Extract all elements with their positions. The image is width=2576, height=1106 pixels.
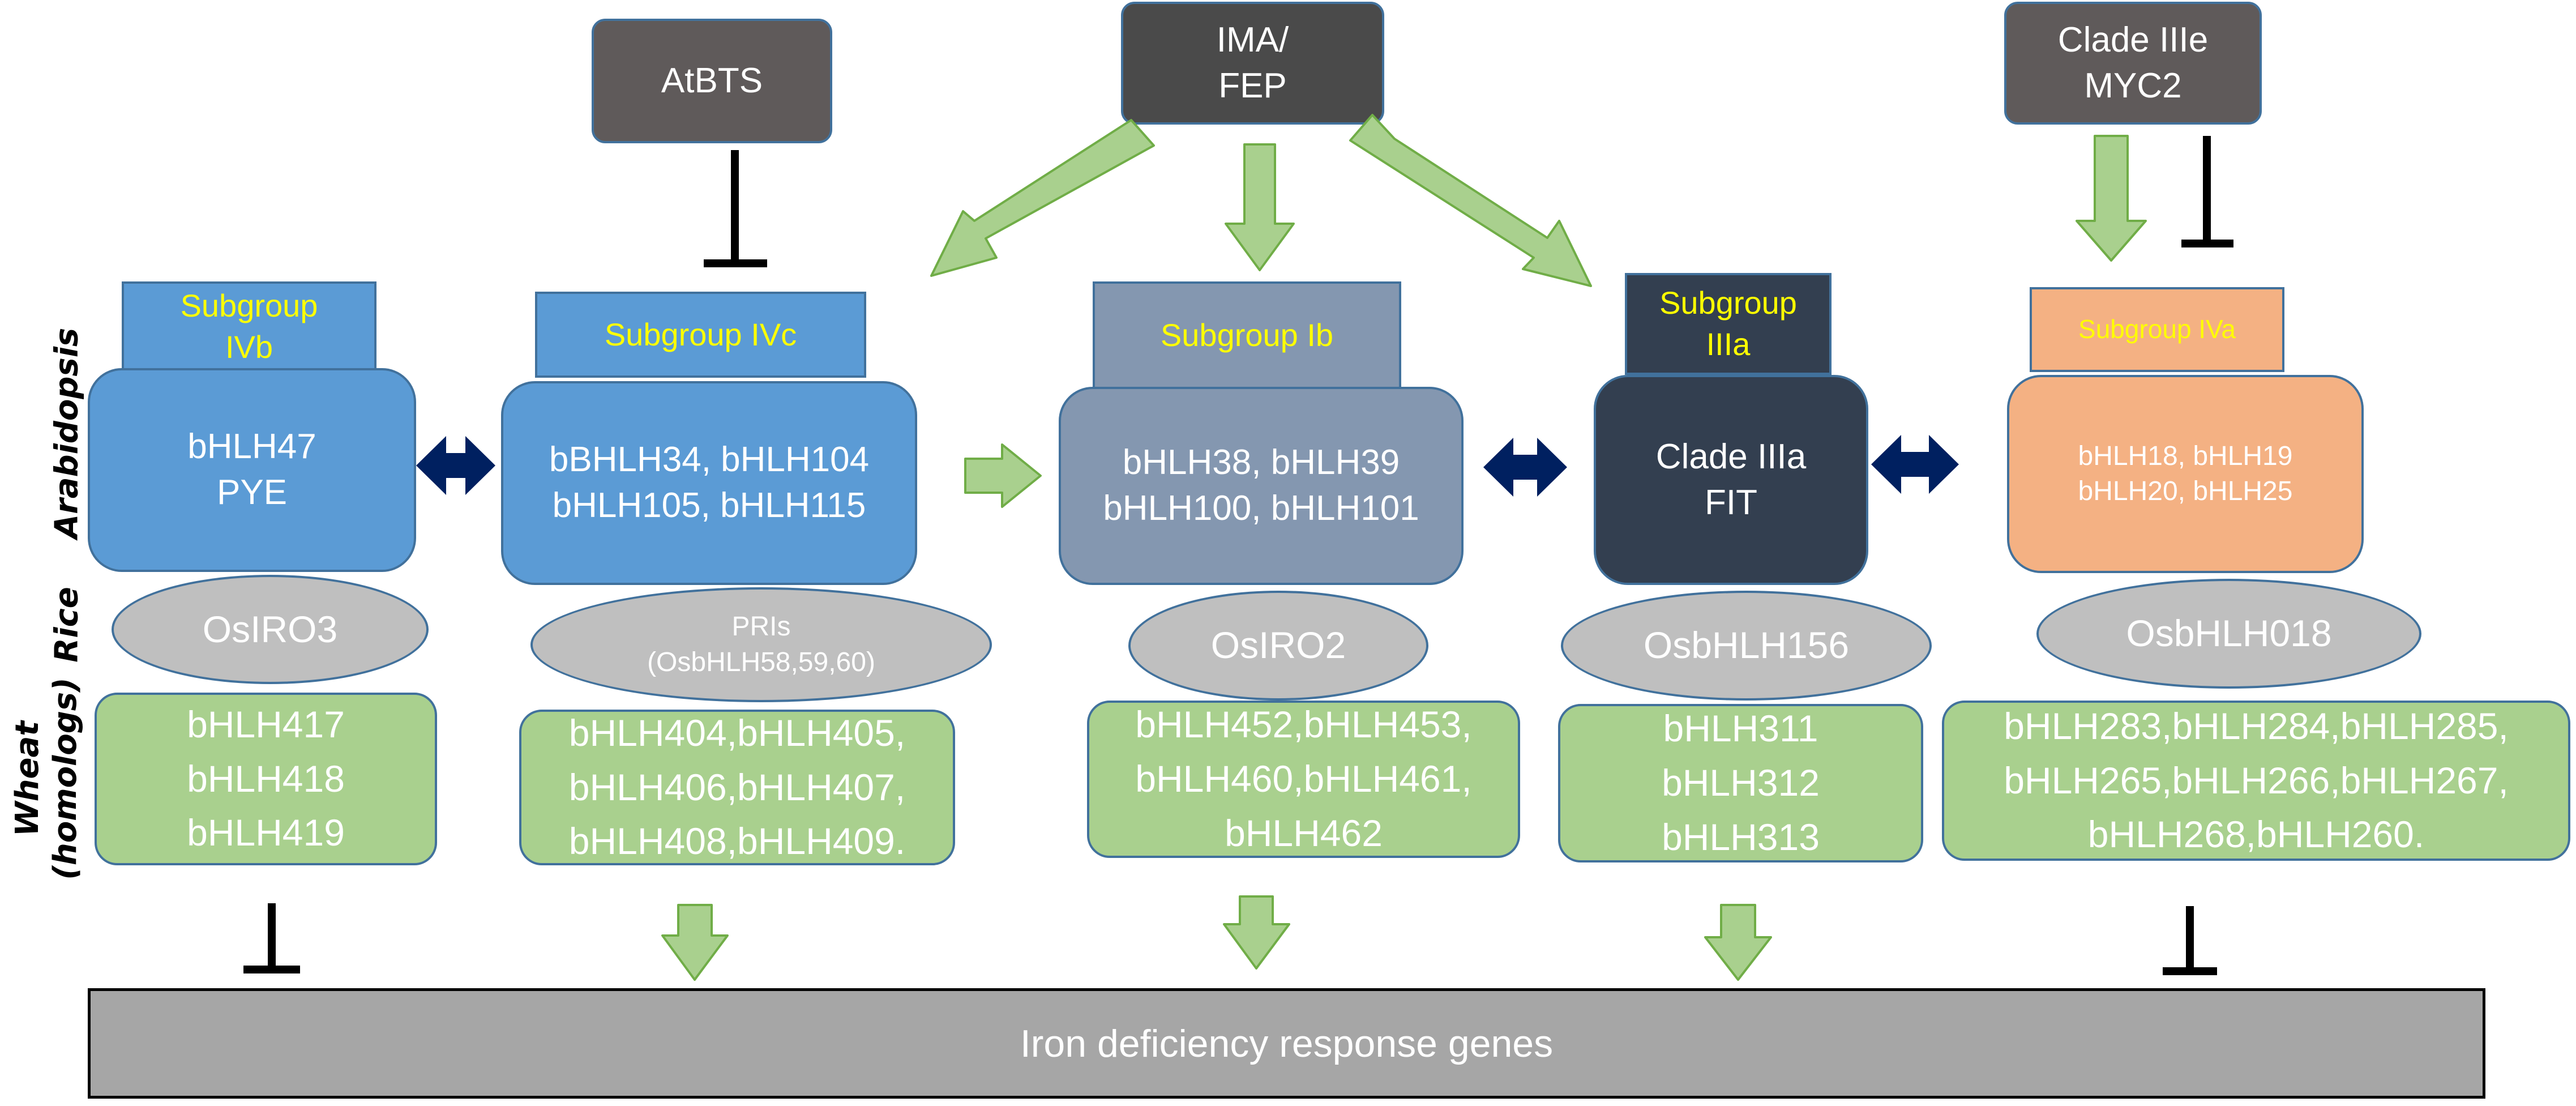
arabidopsis-ivc-line1: bBHLH34, bHLH104 xyxy=(549,440,870,480)
wheat-iva-line1: bHLH283,bHLH284,bHLH285, xyxy=(2004,704,2509,747)
subgroup-ivb-line1: Subgroup xyxy=(180,288,318,324)
arabidopsis-ivb-box: bHLH47 PYE xyxy=(88,368,416,572)
wheat-ivb-line2: bHLH418 xyxy=(187,757,345,800)
wheat-iva-line3: bHLH268,bHLH260. xyxy=(2087,813,2425,856)
myc2-line2: MYC2 xyxy=(2084,66,2182,105)
interaction-arrow-iiia-iva xyxy=(1871,435,1959,494)
iron-deficiency-response-genes-bar: Iron deficiency response genes xyxy=(88,988,2485,1099)
arabidopsis-ivb-line1: bHLH47 xyxy=(187,427,316,467)
wheat-iiia-line2: bHLH312 xyxy=(1662,762,1820,804)
ima-fep-box: IMA/ FEP xyxy=(1121,2,1384,125)
subgroup-ivc-header: Subgroup IVc xyxy=(535,292,866,378)
arabidopsis-ib-box: bHLH38, bHLH39 bHLH100, bHLH101 xyxy=(1059,387,1464,585)
subgroup-ivb-line2: IVb xyxy=(225,329,273,365)
subgroup-iiia-line1: Subgroup xyxy=(1659,285,1797,321)
arabidopsis-iiia-box: Clade IIIa FIT xyxy=(1594,375,1868,585)
interaction-arrow-ib-iiia xyxy=(1483,438,1567,497)
wheat-iva-box: bHLH283,bHLH284,bHLH285, bHLH265,bHLH266… xyxy=(1942,701,2570,861)
arabidopsis-iiia-line2: FIT xyxy=(1705,482,1757,522)
activation-arrow-ivc-to-ib xyxy=(964,443,1042,508)
arabidopsis-ivc-box: bBHLH34, bHLH104 bHLH105, bHLH115 xyxy=(501,381,917,585)
rice-osbhlh156-line1: OsbHLH156 xyxy=(1643,624,1850,667)
subgroup-iva-line1: Subgroup IVa xyxy=(2078,314,2236,344)
rice-osbhlh156-ellipse: OsbHLH156 xyxy=(1561,591,1932,701)
rice-osiro2-line1: OsIRO2 xyxy=(1210,624,1346,667)
wheat-iiia-line1: bHLH311 xyxy=(1663,707,1818,750)
ima-fep-line2: FEP xyxy=(1218,66,1287,105)
wheat-ivc-box: bHLH404,bHLH405, bHLH406,bHLH407, bHLH40… xyxy=(519,710,955,865)
wheat-ivc-line3: bHLH408,bHLH409. xyxy=(568,820,906,862)
rice-osiro3-line1: OsIRO3 xyxy=(202,608,338,650)
wheat-ib-line3: bHLH462 xyxy=(1225,812,1383,854)
activation-arrow-ib-to-genes xyxy=(1223,895,1290,970)
interaction-arrow-ivb-ivc xyxy=(416,436,495,495)
arabidopsis-ib-line2: bHLH100, bHLH101 xyxy=(1103,489,1419,528)
wheat-iiia-line3: bHLH313 xyxy=(1662,815,1820,858)
atbts-box: AtBTS xyxy=(592,19,832,143)
subgroup-ib-line1: Subgroup Ib xyxy=(1160,317,1334,353)
arabidopsis-iva-line2: bHLH20, bHLH25 xyxy=(2078,476,2293,506)
wheat-iiia-box: bHLH311 bHLH312 bHLH313 xyxy=(1558,704,1923,862)
activation-arrow-ima-to-ib xyxy=(1225,143,1295,271)
arabidopsis-iiia-line1: Clade IIIa xyxy=(1655,437,1807,476)
subgroup-iva-header: Subgroup IVa xyxy=(2030,287,2284,372)
arabidopsis-iva-box: bHLH18, bHLH19 bHLH20, bHLH25 xyxy=(2007,375,2364,573)
arabidopsis-ivb-line2: PYE xyxy=(216,473,288,512)
subgroup-iiia-line2: IIIa xyxy=(1706,326,1751,362)
wheat-iva-line2: bHLH265,bHLH266,bHLH267, xyxy=(2004,759,2509,801)
rice-pris-line2: (OsbHLH58,59,60) xyxy=(647,647,875,677)
wheat-ivc-line1: bHLH404,bHLH405, xyxy=(568,711,906,754)
wheat-ivb-line1: bHLH417 xyxy=(187,703,345,745)
activation-arrow-ima-to-ivc xyxy=(930,119,1155,277)
wheat-ivc-line2: bHLH406,bHLH407, xyxy=(568,766,906,808)
wheat-ib-line2: bHLH460,bHLH461, xyxy=(1135,758,1472,800)
subgroup-ivc-line1: Subgroup IVc xyxy=(604,316,797,352)
rice-osbhlh018-line1: OsbHLH018 xyxy=(2126,612,2332,655)
activation-arrow-iiia-to-genes xyxy=(1704,904,1772,981)
activation-arrow-ima-to-iiia xyxy=(1349,114,1592,287)
rice-osiro3-ellipse: OsIRO3 xyxy=(112,575,429,684)
rice-osiro2-ellipse: OsIRO2 xyxy=(1128,591,1428,701)
atbts-label: AtBTS xyxy=(661,61,763,100)
rice-pris-ellipse: PRIs (OsbHLH58,59,60) xyxy=(530,587,992,702)
subgroup-iiia-header: Subgroup IIIa xyxy=(1625,273,1832,375)
subgroup-ivb-header: Subgroup IVb xyxy=(122,281,376,372)
rice-osbhlh018-ellipse: OsbHLH018 xyxy=(2036,579,2421,689)
wheat-ivb-line3: bHLH419 xyxy=(187,812,345,854)
arabidopsis-iva-line1: bHLH18, bHLH19 xyxy=(2078,441,2293,471)
rice-pris-line1: PRIs xyxy=(731,612,791,642)
bottom-bar-label: Iron deficiency response genes xyxy=(1020,1022,1554,1065)
myc2-line1: Clade IIIe xyxy=(2057,20,2209,59)
wheat-ib-box: bHLH452,bHLH453, bHLH460,bHLH461, bHLH46… xyxy=(1087,701,1520,858)
wheat-ib-line1: bHLH452,bHLH453, xyxy=(1135,703,1472,746)
activation-arrow-myc2-to-iva xyxy=(2076,135,2147,262)
activation-arrow-ivc-to-genes xyxy=(661,904,729,981)
wheat-ivb-box: bHLH417 bHLH418 bHLH419 xyxy=(95,693,437,865)
arabidopsis-ib-line1: bHLH38, bHLH39 xyxy=(1122,443,1400,482)
ima-fep-line1: IMA/ xyxy=(1216,20,1289,59)
myc2-box: Clade IIIe MYC2 xyxy=(2004,2,2262,125)
arabidopsis-ivc-line2: bHLH105, bHLH115 xyxy=(552,486,866,525)
